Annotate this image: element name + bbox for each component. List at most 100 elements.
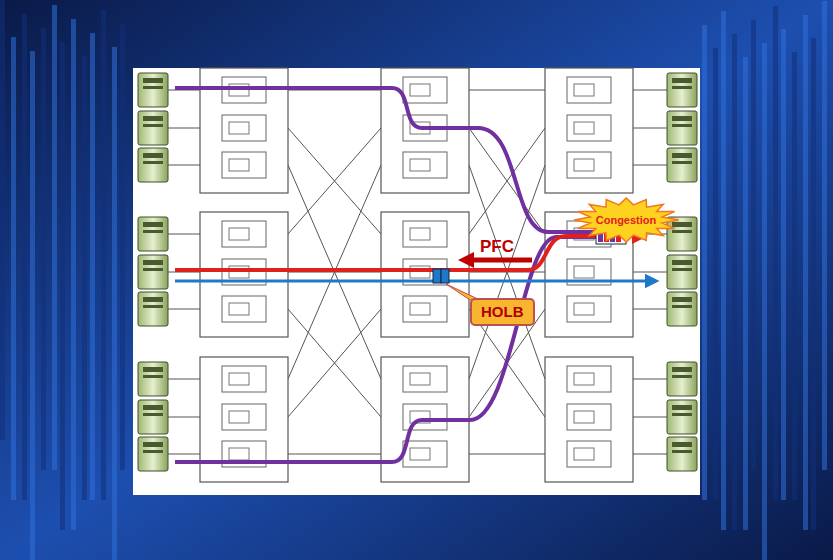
line-card-port <box>574 122 594 134</box>
congestion-burst: Congestion <box>573 197 680 243</box>
purple-flow <box>175 88 597 232</box>
callout-box: HOLB <box>470 298 535 326</box>
link-wire <box>168 417 200 418</box>
switch <box>381 212 469 337</box>
rack-stripe <box>803 15 808 530</box>
rack-stripe <box>732 34 737 530</box>
server-icon <box>138 148 168 182</box>
link-wire <box>288 309 381 417</box>
link-wire <box>633 128 667 129</box>
line-card-port <box>574 373 594 385</box>
line-card-port <box>574 84 594 96</box>
line-card <box>222 404 266 430</box>
line-card-port <box>229 411 249 423</box>
line-card-port <box>574 448 594 460</box>
switch-box <box>545 68 633 193</box>
line-card-port <box>410 84 430 96</box>
rack-stripe <box>82 56 87 500</box>
server-icon <box>667 437 697 471</box>
rack-stripe <box>773 6 778 500</box>
victim-flow <box>175 280 652 283</box>
link-wire <box>469 128 545 234</box>
link-wire <box>469 454 545 455</box>
line-card <box>567 77 611 103</box>
rack-stripe <box>762 43 767 560</box>
holb-queue <box>433 269 449 283</box>
callout-label: HOLB <box>481 303 524 321</box>
line-card-port <box>410 373 430 385</box>
line-card-port <box>574 266 594 278</box>
server-icon <box>138 400 168 434</box>
link-wire <box>633 90 667 91</box>
server-icon <box>138 255 168 289</box>
link-wire <box>288 128 381 234</box>
line-card-port <box>229 122 249 134</box>
server-icon <box>667 73 697 107</box>
rack-stripe <box>822 1 827 470</box>
rack-stripe <box>30 51 35 560</box>
switch-box <box>381 212 469 337</box>
line-card <box>222 152 266 178</box>
server-icon <box>667 111 697 145</box>
signal-label: PFC <box>480 237 514 257</box>
link-wire <box>469 128 545 234</box>
switch-box <box>545 357 633 482</box>
link-wire <box>168 309 200 310</box>
switch <box>545 357 633 482</box>
red-flow <box>175 236 640 270</box>
burst-outline <box>574 198 679 242</box>
line-card-port <box>574 159 594 171</box>
burst-label: Congestion <box>596 214 657 227</box>
rack-stripe <box>702 25 707 500</box>
line-card-port <box>410 159 430 171</box>
server-icon <box>138 362 168 396</box>
link-wire <box>168 165 200 166</box>
line-card-port <box>410 303 430 315</box>
link-wire <box>633 165 667 166</box>
link-wire <box>168 379 200 380</box>
link-wire <box>288 454 381 455</box>
line-card <box>567 404 611 430</box>
rack-stripe <box>120 24 125 470</box>
line-card <box>567 296 611 322</box>
line-card <box>403 366 447 392</box>
rack-stripe <box>721 11 726 530</box>
line-card <box>403 296 447 322</box>
line-card <box>403 152 447 178</box>
rack-stripe <box>112 47 117 560</box>
line-card-port <box>229 373 249 385</box>
link-wire <box>633 272 667 273</box>
pfc-arrow <box>466 258 532 263</box>
line-card <box>567 441 611 467</box>
switch <box>200 212 288 337</box>
line-card-port <box>410 448 430 460</box>
server-icon <box>138 292 168 326</box>
line-card-port <box>574 411 594 423</box>
line-card <box>222 115 266 141</box>
switch <box>545 68 633 193</box>
server-icon <box>138 437 168 471</box>
line-card <box>222 366 266 392</box>
server-icon <box>667 217 697 251</box>
servers <box>138 73 697 471</box>
rack-stripe <box>41 28 46 470</box>
rack-stripe <box>751 20 756 470</box>
line-card-port <box>229 448 249 460</box>
link-wire <box>168 234 200 235</box>
link-wire <box>168 454 200 455</box>
line-card-port <box>229 159 249 171</box>
server-icon <box>667 255 697 289</box>
link-wire <box>288 309 381 417</box>
rack-stripe <box>781 29 786 500</box>
server-icon <box>667 400 697 434</box>
line-card <box>222 296 266 322</box>
server-icon <box>667 292 697 326</box>
line-card <box>403 441 447 467</box>
link-wire <box>633 417 667 418</box>
rack-stripe <box>71 19 76 530</box>
rack-stripe <box>713 48 718 500</box>
switch-box <box>200 212 288 337</box>
